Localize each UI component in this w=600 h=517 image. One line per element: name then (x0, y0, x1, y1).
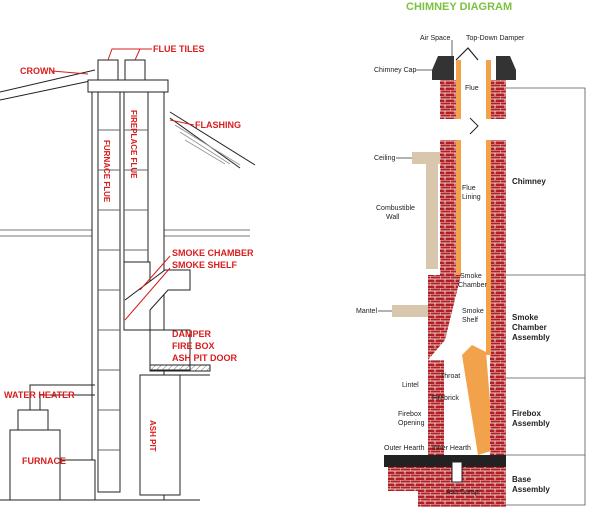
smoke-shelf-label: SMOKE SHELF (172, 260, 238, 270)
smoke-chamber-assembly-3: Assembly (512, 333, 550, 342)
chimney-diagram-title: CHIMNEY DIAGRAM (406, 1, 512, 13)
flue-lining-label-2: Lining (462, 194, 481, 201)
firebox-assembly-1: Firebox (512, 409, 541, 418)
combustible-wall-label-1: Combustible (376, 205, 415, 212)
smoke-chamber-label-1: Smoke (460, 273, 482, 280)
flue-lining-label-1: Flue (462, 185, 476, 192)
smoke-chamber-label: SMOKE CHAMBER (172, 248, 254, 258)
damper-label: DAMPER (172, 329, 212, 339)
smoke-chamber-assembly-1: Smoke (512, 313, 539, 322)
inner-hearth-label: Inner Hearth (432, 445, 471, 452)
flue-label: Flue (465, 85, 479, 92)
base-assembly-1: Base (512, 475, 532, 484)
air-space-label: Air Space (420, 35, 450, 42)
right-chimney-diagram (384, 47, 586, 507)
firebrick-label: Firebrick (432, 395, 459, 402)
fireplace-flue-label: FIREPLACE FLUE (129, 110, 138, 179)
ash-dump-label: Ash Dump (446, 489, 479, 496)
mantel-label: Mantel (356, 308, 377, 315)
outer-hearth-label: Outer Hearth (384, 445, 425, 452)
firebox-opening-label-1: Firebox (398, 411, 422, 418)
firebox-assembly-2: Assembly (512, 419, 550, 428)
smoke-shelf-label-1: Smoke (462, 308, 484, 315)
base-assembly-2: Assembly (512, 485, 550, 494)
smoke-chamber-assembly-2: Chamber (512, 323, 547, 332)
left-chimney-diagram (0, 59, 256, 501)
lintel-label: Lintel (402, 382, 419, 389)
furnace-label: FURNACE (22, 456, 66, 466)
ash-pit-door-label: ASH PIT DOOR (172, 353, 238, 363)
ceiling-label: Ceiling (374, 155, 396, 162)
chimney-section-label: Chimney (512, 177, 546, 186)
smoke-chamber-label-2: Chamber (458, 282, 487, 289)
crown-label: CROWN (20, 66, 55, 76)
furnace-flue-label: FURNACE FLUE (102, 140, 111, 203)
flashing-label: FLASHING (195, 120, 241, 130)
firebox-opening-label-2: Opening (398, 420, 425, 427)
top-down-damper-label: Top-Down Damper (466, 35, 525, 42)
water-heater-label: WATER HEATER (4, 390, 75, 400)
combustible-wall-label-2: Wall (386, 214, 400, 221)
throat-label: Throat (440, 373, 460, 380)
flue-tiles-label: FLUE TILES (153, 44, 205, 54)
chimney-cap-label: Chimney Cap (374, 67, 417, 74)
left-labels: CROWN FLUE TILES FLASHING FURNACE FLUE F… (4, 44, 254, 466)
right-labels: Air Space Top-Down Damper Chimney Cap Fl… (356, 35, 550, 496)
smoke-shelf-label-2: Shelf (462, 317, 478, 324)
ash-pit-label: ASH PIT (148, 420, 157, 452)
fire-box-label: FIRE BOX (172, 341, 215, 351)
